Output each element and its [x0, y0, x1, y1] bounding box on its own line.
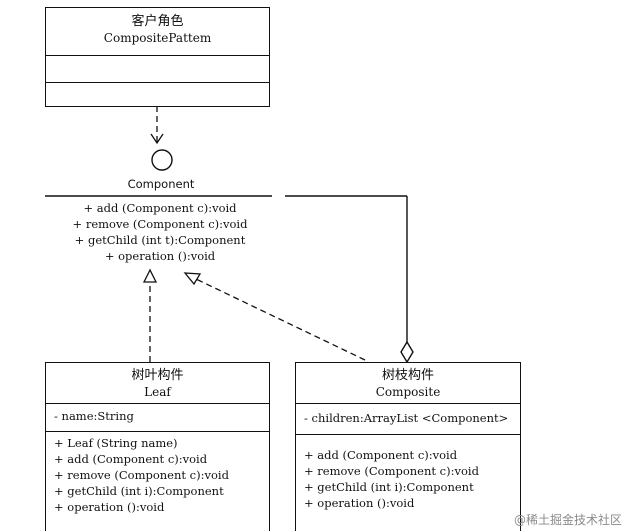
composite-attribute: - children:ArrayList <Component>: [304, 411, 509, 425]
aggregation-diamond-icon: [400, 340, 414, 364]
client-header: 客户角色 CompositePattem: [46, 8, 269, 55]
leaf-realization-arrowhead: [142, 268, 158, 283]
leaf-class-box: 树叶构件 Leaf - name:String + Leaf (String n…: [45, 362, 270, 531]
client-name-en: CompositePattem: [103, 31, 212, 45]
component-title: Component: [127, 177, 195, 191]
leaf-method: + remove (Component c):void: [54, 468, 229, 482]
composite-method: + getChild (int i):Component: [304, 480, 474, 494]
interface-lollipop-icon: [151, 149, 173, 171]
composite-header: 树枝构件 Composite: [296, 363, 520, 403]
composite-name-en: Composite: [375, 385, 441, 399]
component-method: + add (Component c):void: [83, 201, 237, 215]
composite-name-cn: 树枝构件: [381, 368, 434, 383]
leaf-method: + operation ():void: [54, 500, 165, 514]
component-methods: + add (Component c):void + remove (Compo…: [45, 200, 275, 264]
client-attributes-section: [46, 55, 269, 82]
watermark: @稀土掘金技术社区: [513, 513, 622, 527]
client-name-cn: 客户角色: [131, 14, 184, 29]
component-method: + operation ():void: [104, 249, 216, 263]
composite-class-box: 树枝构件 Composite - children:ArrayList <Com…: [295, 362, 521, 531]
composite-methods-section: + add (Component c):void + remove (Compo…: [296, 434, 520, 511]
client-methods-section: [46, 82, 269, 106]
component-method: + remove (Component c):void: [72, 217, 248, 231]
composite-attributes-section: - children:ArrayList <Component>: [296, 403, 520, 434]
composite-realization-line: [195, 278, 366, 361]
leaf-name-cn: 树叶构件: [131, 368, 184, 383]
leaf-header: 树叶构件 Leaf: [46, 363, 269, 403]
dependency-arrowhead: [150, 133, 164, 145]
leaf-method: + Leaf (String name): [54, 436, 178, 450]
composite-method: + operation ():void: [304, 496, 415, 510]
leaf-method: + add (Component c):void: [54, 452, 208, 466]
leaf-method: + getChild (int i):Component: [54, 484, 224, 498]
client-class-box: 客户角色 CompositePattem: [45, 7, 270, 107]
leaf-name-en: Leaf: [144, 385, 171, 399]
leaf-methods-section: + Leaf (String name) + add (Component c)…: [46, 431, 269, 515]
composite-realization-arrowhead: [183, 272, 202, 286]
leaf-attribute: - name:String: [54, 409, 134, 423]
leaf-attributes-section: - name:String: [46, 403, 269, 431]
composite-method: + remove (Component c):void: [304, 464, 479, 478]
component-method: + getChild (int t):Component: [74, 233, 246, 247]
composite-method: + add (Component c):void: [304, 448, 458, 462]
